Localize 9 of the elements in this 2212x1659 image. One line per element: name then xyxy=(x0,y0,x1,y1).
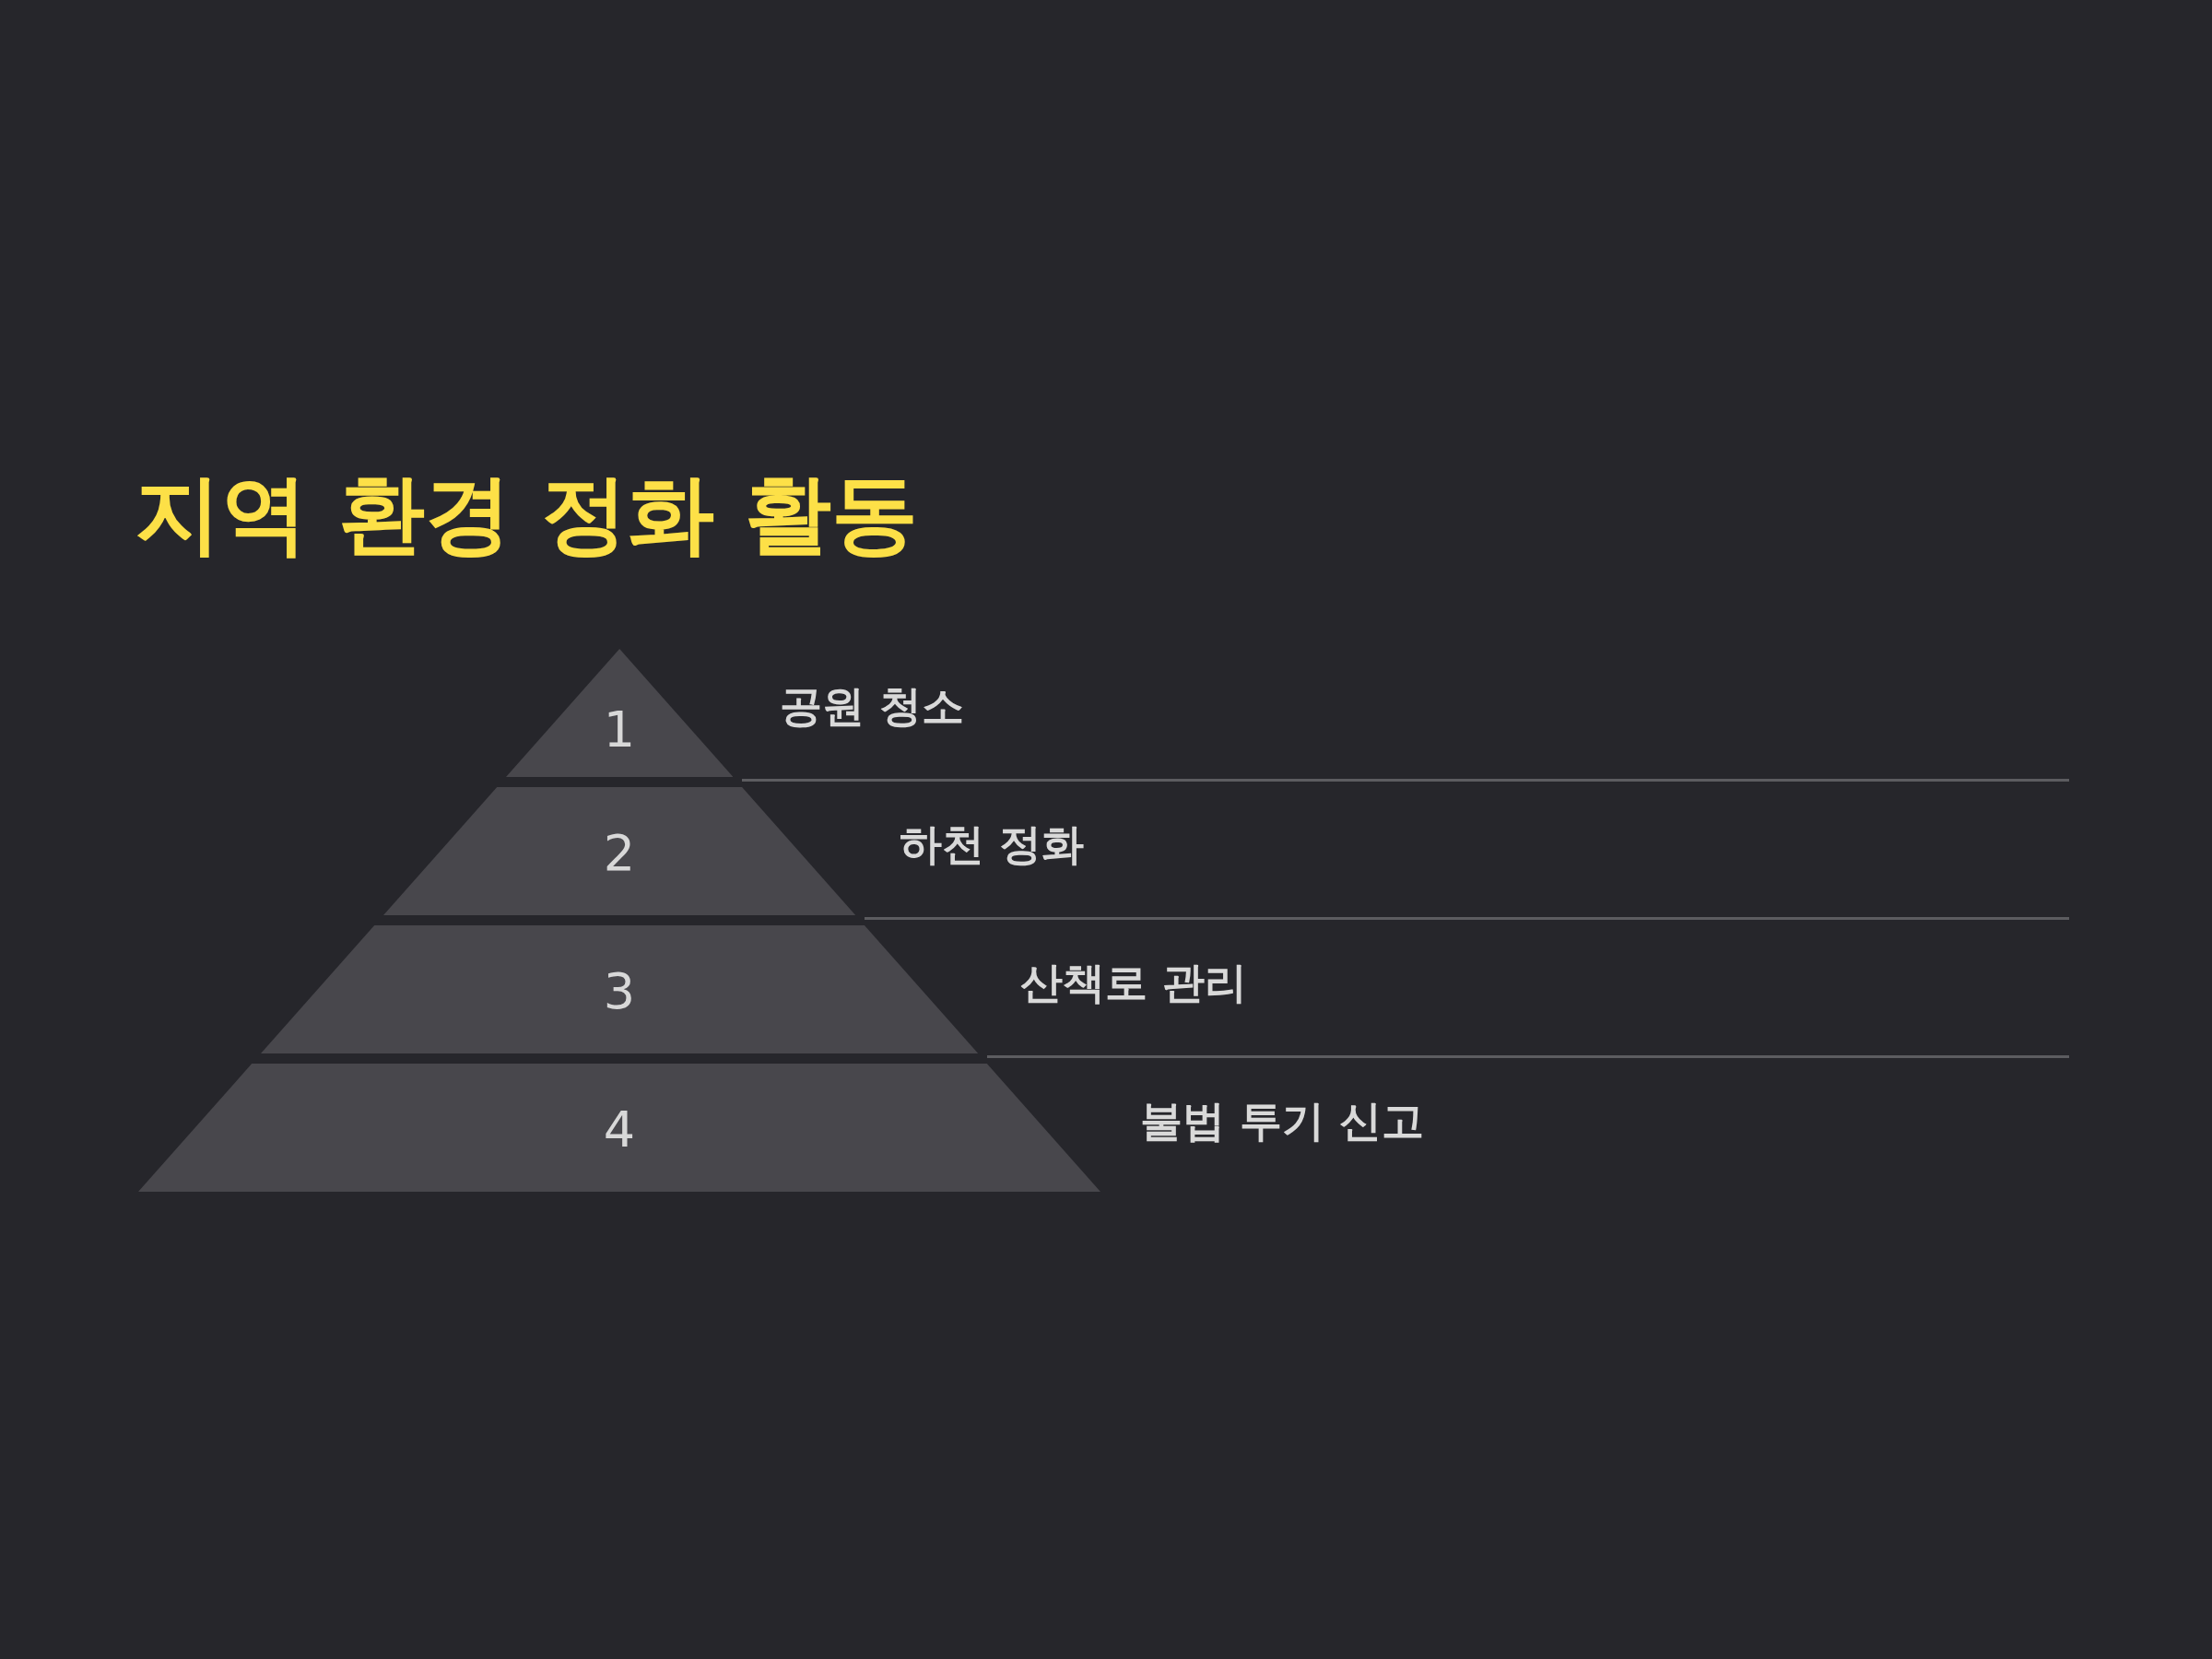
title: 지역 환경 정화 활동 xyxy=(135,463,919,566)
tier-number: 1 xyxy=(602,700,637,759)
tier-label: 공원 청소 xyxy=(780,680,964,733)
tier-label: 산책로 관리 xyxy=(1020,957,1247,1009)
tier-number: 3 xyxy=(602,961,637,1020)
tier-label: 불법 투기 신고 xyxy=(1140,1095,1425,1147)
tier-label: 하천 정화 xyxy=(900,818,1084,871)
tier-number: 2 xyxy=(602,823,637,882)
tier-number: 4 xyxy=(602,1100,637,1159)
